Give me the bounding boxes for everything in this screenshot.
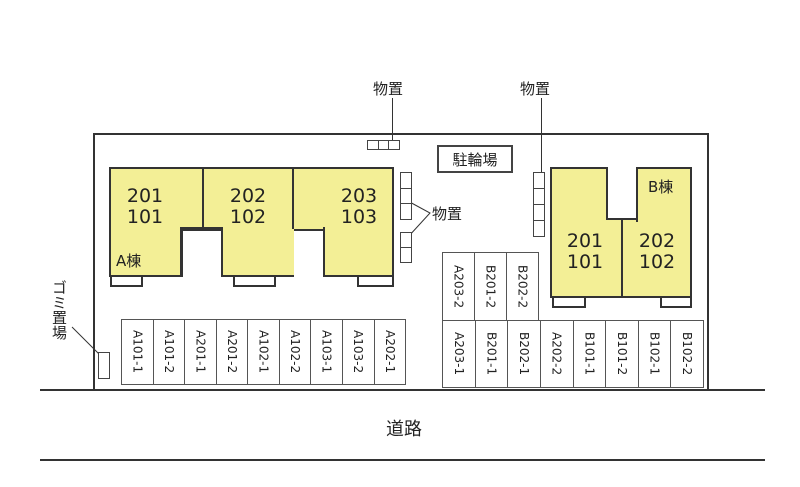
unit-number: 101 [566,251,604,273]
parking-row-b-lower: A203-1 B201-1 B202-1 A202-2 B101-1 B101-… [442,320,704,388]
storage-label-top-right: 物置 [520,80,551,98]
garbage-area [98,352,110,379]
unit-number: 201 [566,230,604,252]
unit-number: 103 [340,206,378,228]
divider [202,167,204,229]
parking-space[interactable]: A202-1 [382,330,397,374]
parking-space[interactable]: A203-1 [443,321,476,387]
bicycle-parking: 駐輪場 [437,145,513,173]
parking-space[interactable]: A103-1 [311,320,343,384]
garbage-label: ゴミ置場 [50,280,68,340]
parking-space[interactable]: B202-2 [515,264,530,309]
leader-lines [405,199,431,238]
unit-number: 201 [126,185,164,207]
road-label: 道路 [386,419,422,440]
notch [606,167,638,220]
leader-line [71,326,103,358]
unit-number: 202 [638,230,676,252]
parking-space[interactable]: A201-1 [185,320,217,384]
site-boundary [93,133,709,391]
unit-number: 203 [340,185,378,207]
unit-number: 102 [229,206,267,228]
balcony [660,296,692,308]
storage-label-top-left: 物置 [373,80,404,98]
storage-a-right-1 [400,172,412,220]
storage-b-left [533,172,545,237]
parking-space[interactable]: B102-1 [639,321,672,387]
unit-a-2-lower [221,227,294,277]
balcony [552,296,586,308]
unit-a-3-lower [323,227,394,277]
parking-space[interactable]: B101-2 [606,321,639,387]
parking-row-b-upper: A203-2 B201-2 B202-2 [442,252,539,321]
building-a-label: A棟 [116,252,142,270]
leader-line [392,98,393,146]
parking-space[interactable]: B102-2 [680,332,695,376]
road-edge-top [40,389,765,391]
unit-number: 101 [126,206,164,228]
building-b-label: B棟 [648,178,674,196]
divider [292,167,294,229]
parking-space[interactable]: A101-2 [154,320,186,384]
balcony [357,275,394,287]
notch [294,229,325,277]
balcony [110,275,143,287]
parking-space[interactable]: A101-1 [122,320,154,384]
leader-line [541,98,542,176]
parking-space[interactable]: A203-2 [443,253,475,320]
parking-space[interactable]: B202-1 [508,321,541,387]
unit-number: 202 [229,185,267,207]
parking-space[interactable]: B201-1 [476,321,509,387]
storage-top [367,140,400,150]
storage-a-right-2 [400,232,412,263]
parking-space[interactable]: A102-2 [280,320,312,384]
parking-space[interactable]: A201-2 [217,320,249,384]
parking-space[interactable]: A103-2 [343,320,375,384]
parking-space[interactable]: B201-2 [475,253,507,320]
unit-number: 102 [638,251,676,273]
balcony [233,275,276,287]
parking-space[interactable]: A202-2 [541,321,574,387]
parking-row-a: A101-1 A101-2 A201-1 A201-2 A102-1 A102-… [121,319,406,385]
parking-space[interactable]: A102-1 [248,320,280,384]
parking-space[interactable]: B101-1 [574,321,607,387]
unit-b-2-upper [636,167,692,222]
road-edge-bottom [40,459,765,461]
storage-label-middle: 物置 [432,205,463,223]
notch [181,229,221,277]
